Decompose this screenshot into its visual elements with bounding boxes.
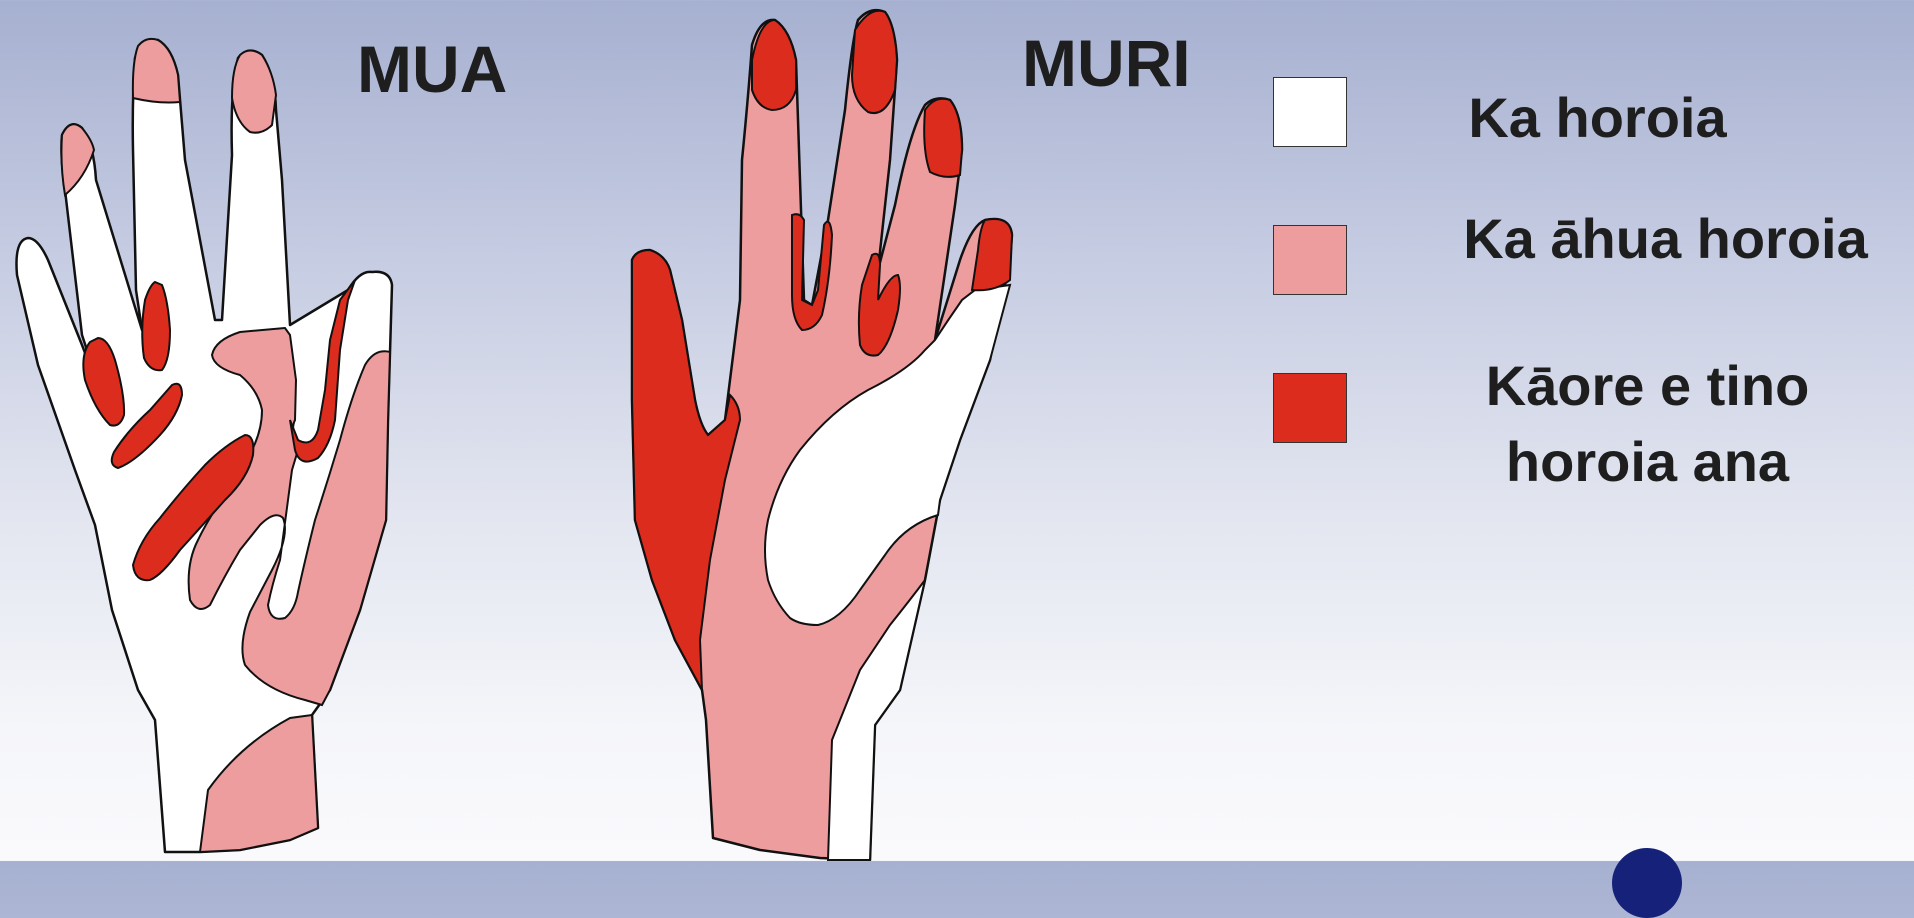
back-hand <box>632 10 1012 860</box>
legend-label-partly-washed: Ka āhua horoia <box>1428 201 1903 277</box>
front-pink-index-tip <box>133 39 180 103</box>
front-hand <box>16 39 392 852</box>
legend-swatch-not-washed <box>1273 373 1347 443</box>
back-red-ring-tip <box>924 99 962 177</box>
back-hand-label: MURI <box>1022 30 1191 96</box>
front-hand-label: MUA <box>357 36 507 102</box>
legend-swatch-washed <box>1273 77 1347 147</box>
front-pink-middle-tip <box>232 51 276 133</box>
front-red-ring-gap <box>142 282 170 370</box>
legend-swatch-partly-washed <box>1273 225 1347 295</box>
legend-label-not-washed: Kāore e tino horoia ana <box>1440 348 1855 500</box>
back-red-middle-tip <box>852 11 897 113</box>
legend-label-washed: Ka horoia <box>1420 80 1775 156</box>
logo <box>1612 848 1682 918</box>
